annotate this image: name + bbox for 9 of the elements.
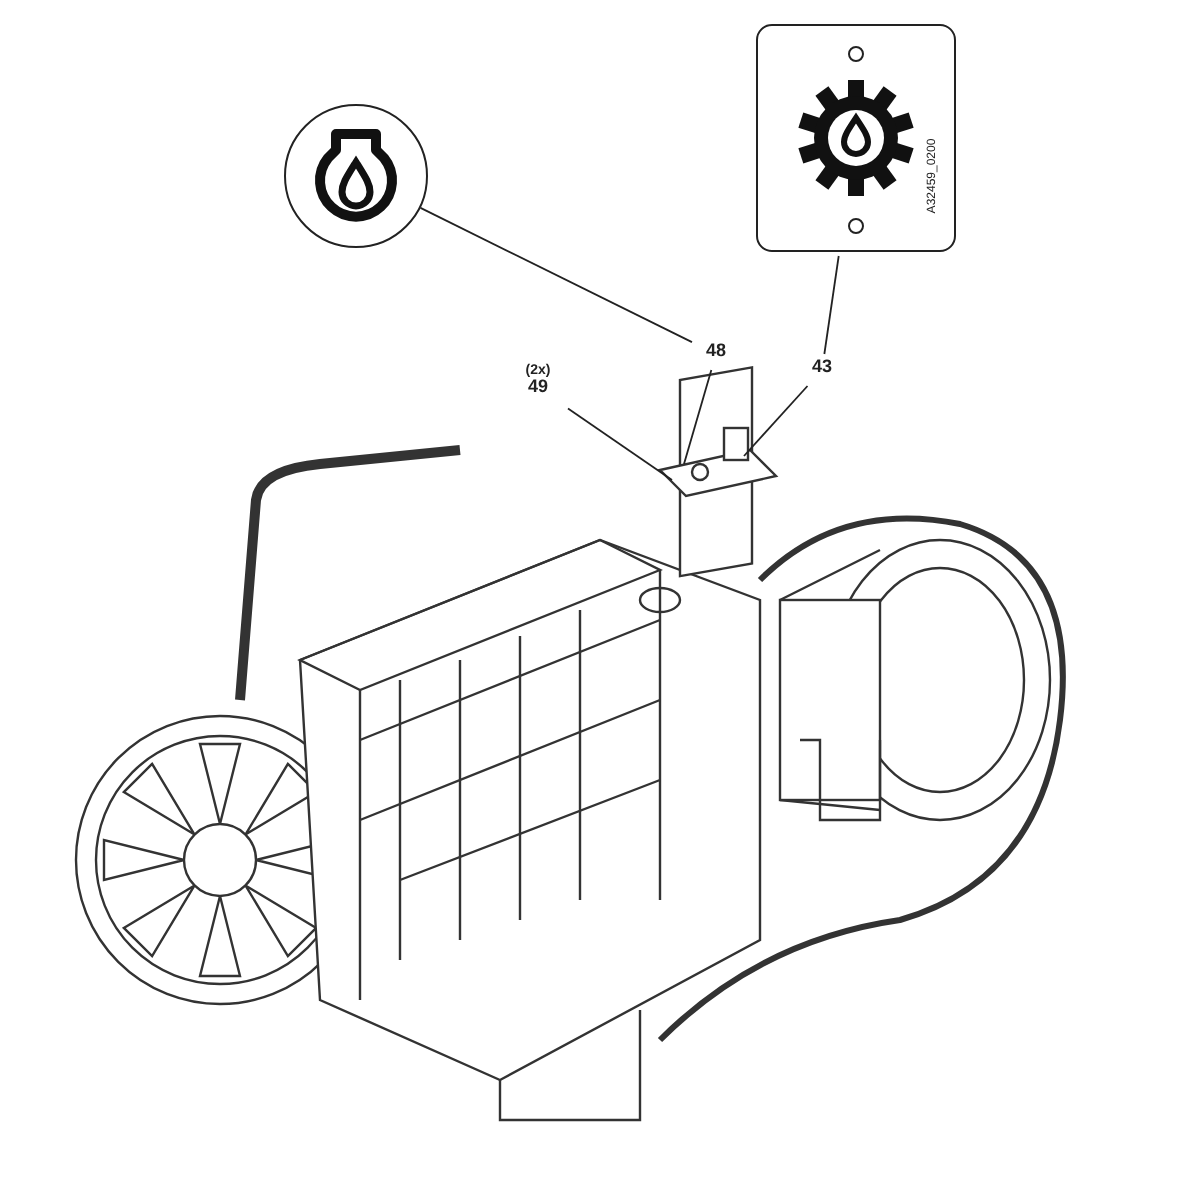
leader-line bbox=[419, 207, 693, 344]
leader-line bbox=[567, 407, 673, 481]
callout-number: 48 bbox=[703, 342, 728, 361]
leader-line bbox=[823, 255, 840, 355]
warning-decal bbox=[756, 24, 956, 252]
leader-line bbox=[683, 369, 713, 465]
callout-number: 43 bbox=[809, 358, 834, 377]
callout-number: 49 bbox=[525, 378, 550, 398]
leader-line bbox=[743, 385, 809, 457]
